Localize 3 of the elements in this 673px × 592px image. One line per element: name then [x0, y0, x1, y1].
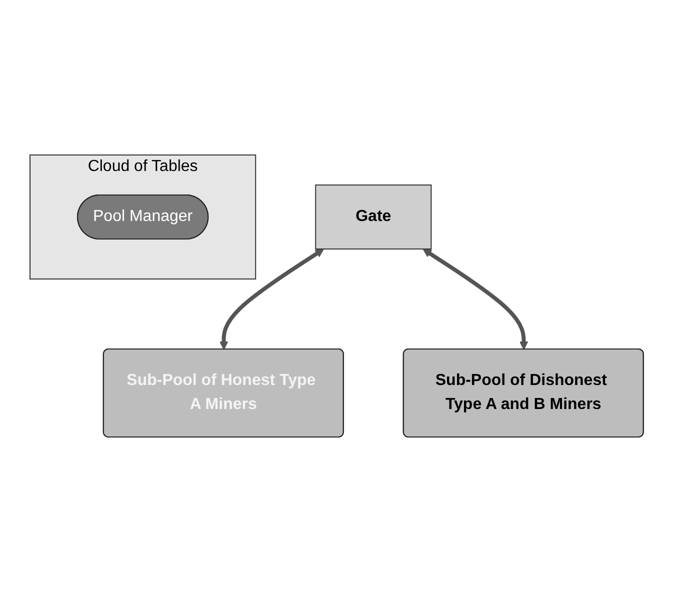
- arrow: [422, 248, 528, 350]
- node-box: Gate: [314, 184, 432, 250]
- arrow: [219, 248, 324, 350]
